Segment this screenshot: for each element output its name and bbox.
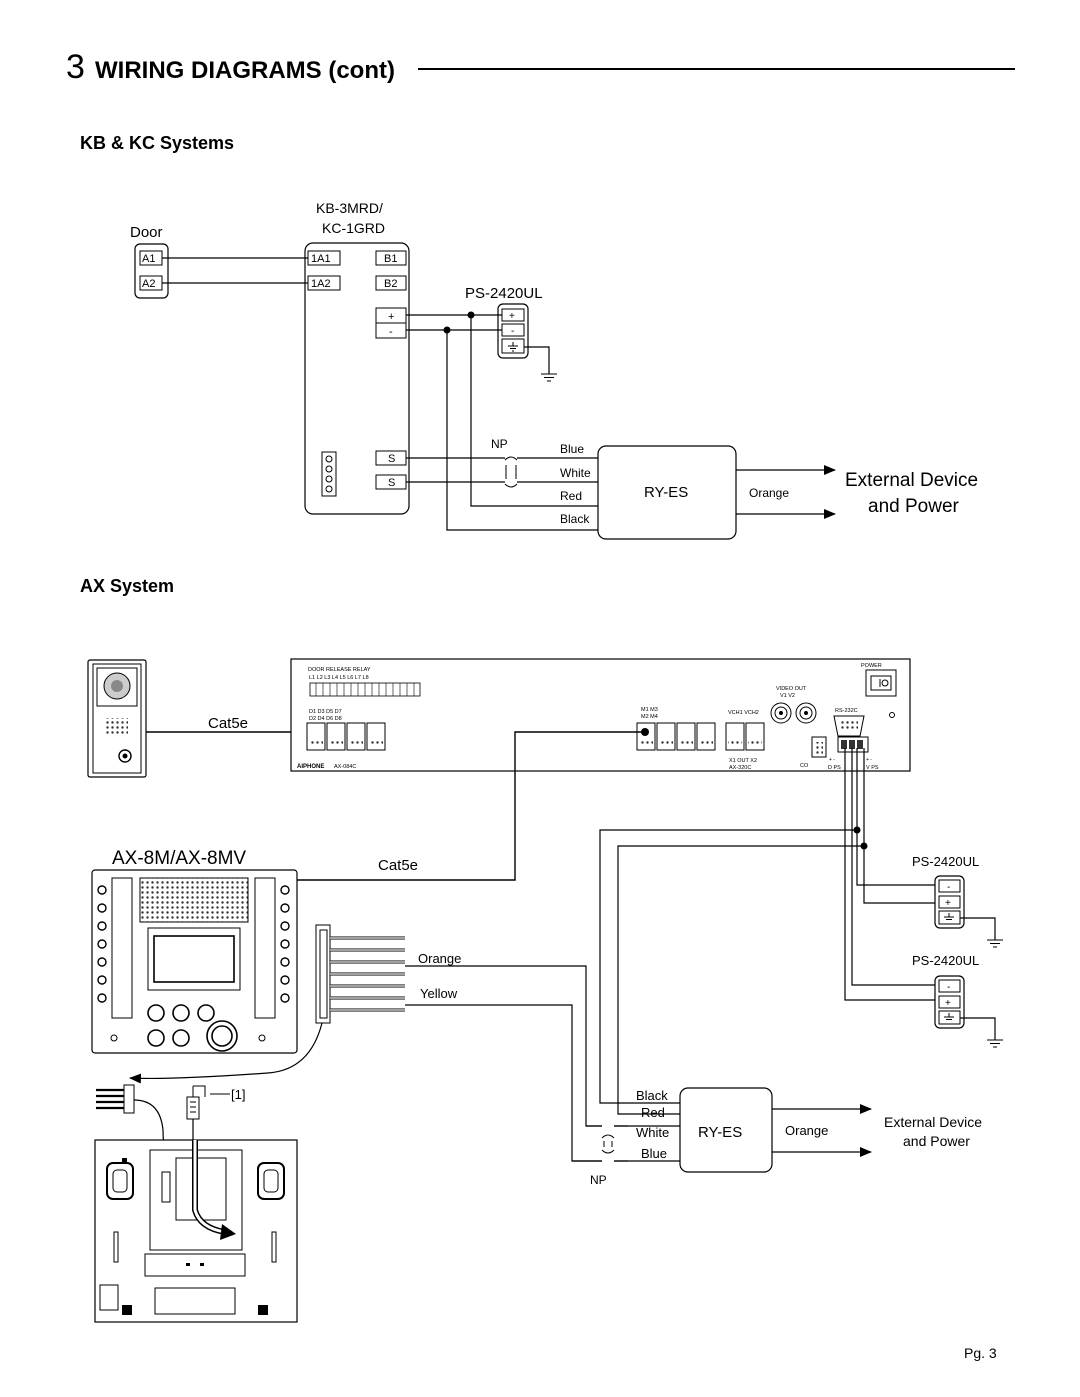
ax-diagram: AX System Cat5e DOOR RELEASE RELAY L1 L2… (80, 576, 1003, 1323)
d-odd-labels: D1 D3 D5 D7 (309, 709, 342, 715)
door-terminal-a2: A2 (142, 278, 155, 290)
kb-np-label: NP (491, 437, 508, 451)
kb-external-line2: and Power (868, 496, 960, 517)
ax-8m-master-station (91, 869, 298, 1054)
kb-kc-heading: KB & KC Systems (80, 133, 234, 153)
v1v2-labels: V1 V2 (780, 693, 795, 699)
ax-master-rear-view (94, 1139, 298, 1323)
small-connector-detail (96, 1084, 230, 1120)
ax-relay-label: RY-ES (698, 1124, 742, 1141)
ax-power-supply-label-1: PS-2420UL (912, 854, 979, 869)
ps-plus: + (509, 311, 515, 322)
ax-door-station (87, 659, 147, 778)
x1-out-labels: X1 OUT X2 (729, 758, 757, 764)
vps-label: V PS (866, 765, 879, 771)
ax-wire-red: Red (641, 1105, 665, 1120)
ps-pm-label-1: + - (829, 757, 835, 763)
kb-relay-label: RY-ES (644, 484, 688, 501)
master-s-terminal-2: S (388, 477, 395, 489)
ax-wire-white: White (636, 1125, 669, 1140)
kb-orange-label: Orange (749, 486, 789, 500)
ax-cat5e-door: Cat5e (208, 715, 248, 732)
kb-ry-es-relay (597, 445, 737, 540)
door-release-relay-label: DOOR RELEASE RELAY (308, 667, 371, 673)
relay-l-labels: L1 L2 L3 L4 L5 L6 L7 L8 (309, 675, 369, 681)
ax320c-label: AX-320C (729, 765, 751, 771)
door-label: Door (130, 224, 163, 241)
co-label: CO (800, 763, 809, 769)
ax-np-label: NP (590, 1173, 607, 1187)
ax-084c-model: AX-084C (334, 764, 356, 770)
ax-orange-relay-label: Orange (785, 1123, 828, 1138)
m-even-labels: M2 M4 (641, 714, 658, 720)
door-terminal-a1: A1 (142, 253, 155, 265)
dps-label: D PS (828, 765, 841, 771)
master-s-terminal-1: S (388, 453, 395, 465)
ps-pm-label-2: + - (866, 757, 872, 763)
master-terminal-1a2: 1A2 (311, 278, 331, 290)
section-number: 3 (66, 48, 85, 86)
kb-wire-red: Red (560, 489, 582, 503)
ax-orange-label: Orange (418, 951, 461, 966)
section-header: 3 WIRING DIAGRAMS (cont) (66, 48, 1015, 86)
d-even-labels: D2 D4 D6 D8 (309, 716, 342, 722)
page-number: Pg. 3 (964, 1345, 997, 1361)
aiphone-brand: AIPHONE (297, 764, 324, 770)
kb-power-supply-label: PS-2420UL (465, 285, 543, 302)
wire-harness-connector (315, 924, 405, 1024)
kb-wire-blue: Blue (560, 442, 584, 456)
ax-master-model: AX-8M/AX-8MV (112, 848, 246, 869)
ax-ps1-plus: + (945, 898, 951, 909)
ax-ry-es-relay (679, 1087, 773, 1173)
power-label: POWER (861, 663, 882, 669)
master-terminal-b1: B1 (384, 253, 397, 265)
ax-wire-black: Black (636, 1088, 668, 1103)
kb-wire-black: Black (560, 512, 590, 526)
ax-yellow-label: Yellow (420, 986, 458, 1001)
section-title: WIRING DIAGRAMS (cont) (95, 57, 395, 84)
kb-master-model-line1: KB-3MRD/ (316, 200, 383, 216)
ax-external-line2: and Power (903, 1133, 970, 1149)
footnote-marker: [1] (231, 1087, 245, 1102)
kb-external-line1: External Device (845, 470, 978, 491)
master-terminal-b2: B2 (384, 278, 397, 290)
master-minus: - (389, 326, 393, 338)
ax-power-supply-label-2: PS-2420UL (912, 953, 979, 968)
ax-heading: AX System (80, 576, 174, 596)
ax-084c-controller: DOOR RELEASE RELAY L1 L2 L3 L4 L5 L6 L7 … (290, 658, 911, 772)
m-odd-labels: M1 M3 (641, 707, 658, 713)
master-terminal-1a1: 1A1 (311, 253, 331, 265)
ax-external-line1: External Device (884, 1114, 982, 1130)
master-plus: + (388, 311, 394, 323)
kb-wire-white: White (560, 466, 591, 480)
kb-kc-diagram: KB & KC Systems Door A1 A2 KB-3MRD/ KC-1… (80, 133, 978, 540)
rs232c-label: RS-232C (835, 708, 858, 714)
ax-ps2-minus: - (947, 982, 950, 993)
ps-minus: - (511, 326, 514, 337)
kb-master-model-line2: KC-1GRD (322, 220, 385, 236)
vch-labels: VCH1 VCH2 (728, 710, 759, 716)
video-out-label: VIDEO OUT (776, 686, 807, 692)
ax-cat5e-master: Cat5e (378, 857, 418, 874)
ax-wire-blue: Blue (641, 1146, 667, 1161)
ax-ps2-plus: + (945, 998, 951, 1009)
ax-ps1-minus: - (947, 882, 950, 893)
